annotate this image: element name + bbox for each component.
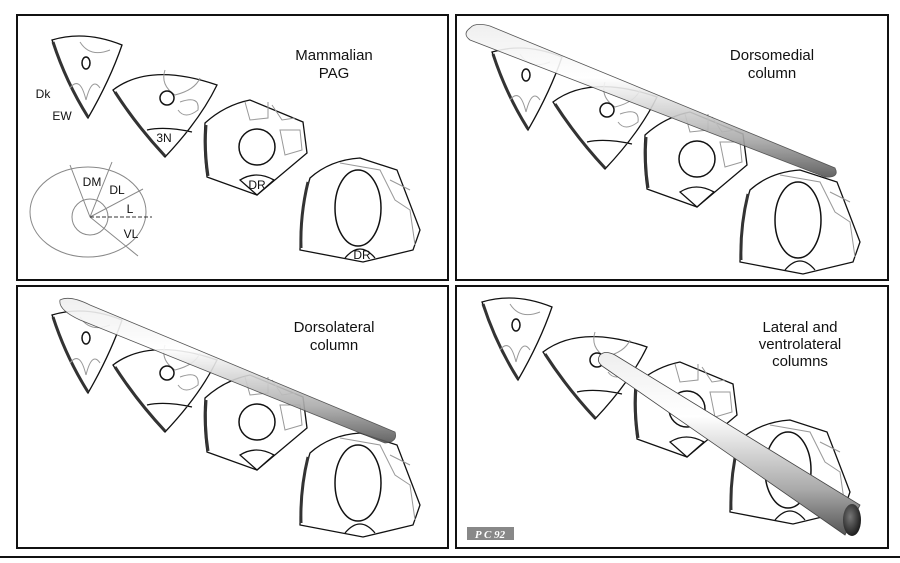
label-ew: EW: [52, 109, 72, 123]
credit-badge: [467, 527, 514, 540]
column-key-diagram: DM DL L VL: [29, 161, 152, 258]
dorsomedial-column-tube: [465, 24, 837, 178]
label-dl: DL: [109, 183, 125, 197]
label-dr-1: DR: [248, 178, 266, 192]
label-3n: 3N: [156, 131, 171, 145]
tube-end: [843, 504, 861, 536]
label-vl: VL: [124, 227, 139, 241]
dorsolateral-column-tube: [59, 297, 396, 444]
label-dk: Dk: [36, 87, 52, 101]
label-dm: DM: [83, 175, 102, 189]
label-dr-2: DR: [353, 248, 371, 262]
credit-text: P C 92: [475, 529, 506, 541]
label-l: L: [127, 202, 134, 216]
